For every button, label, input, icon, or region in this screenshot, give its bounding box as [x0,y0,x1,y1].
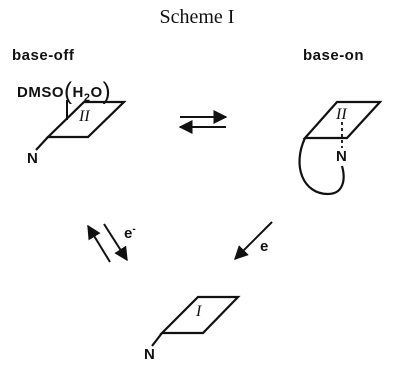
electron-left-symbol: e [124,225,133,242]
axial-bond-reduced [151,332,163,347]
oxidation-label-reduced: I [196,303,202,320]
solvent-sub: 2 [83,92,91,104]
plane-base-on [302,100,383,140]
tether-loop [298,137,345,196]
solvent-label: DMSO(H2O) [17,78,111,106]
paren-open: ( [64,78,73,105]
electron-label-right: e [260,238,269,255]
paren-close: ) [102,78,112,105]
label-base-on: base-on [303,47,365,64]
solvent-tail: O [90,84,103,101]
ligand-n-base-off: N [27,150,38,167]
electron-label-left: e- [124,224,136,242]
axial-bond-base-off [35,136,49,151]
left-arrow-up [87,224,111,263]
right-arrow [234,221,273,260]
solvent-main: DMSO [17,84,64,101]
oxidation-label-base-off: II [79,108,90,125]
electron-left-charge: - [132,224,136,235]
left-arrow-down [103,223,128,262]
ligand-n-base-on: N [336,148,347,165]
solvent-h: H [72,84,84,101]
ligand-n-reduced: N [144,346,155,363]
scheme-title: Scheme I [159,6,235,28]
oxidation-label-base-on: II [336,106,347,123]
plane-base-off [45,100,127,139]
label-base-off: base-off [12,47,75,64]
plane-reduced [159,295,241,335]
